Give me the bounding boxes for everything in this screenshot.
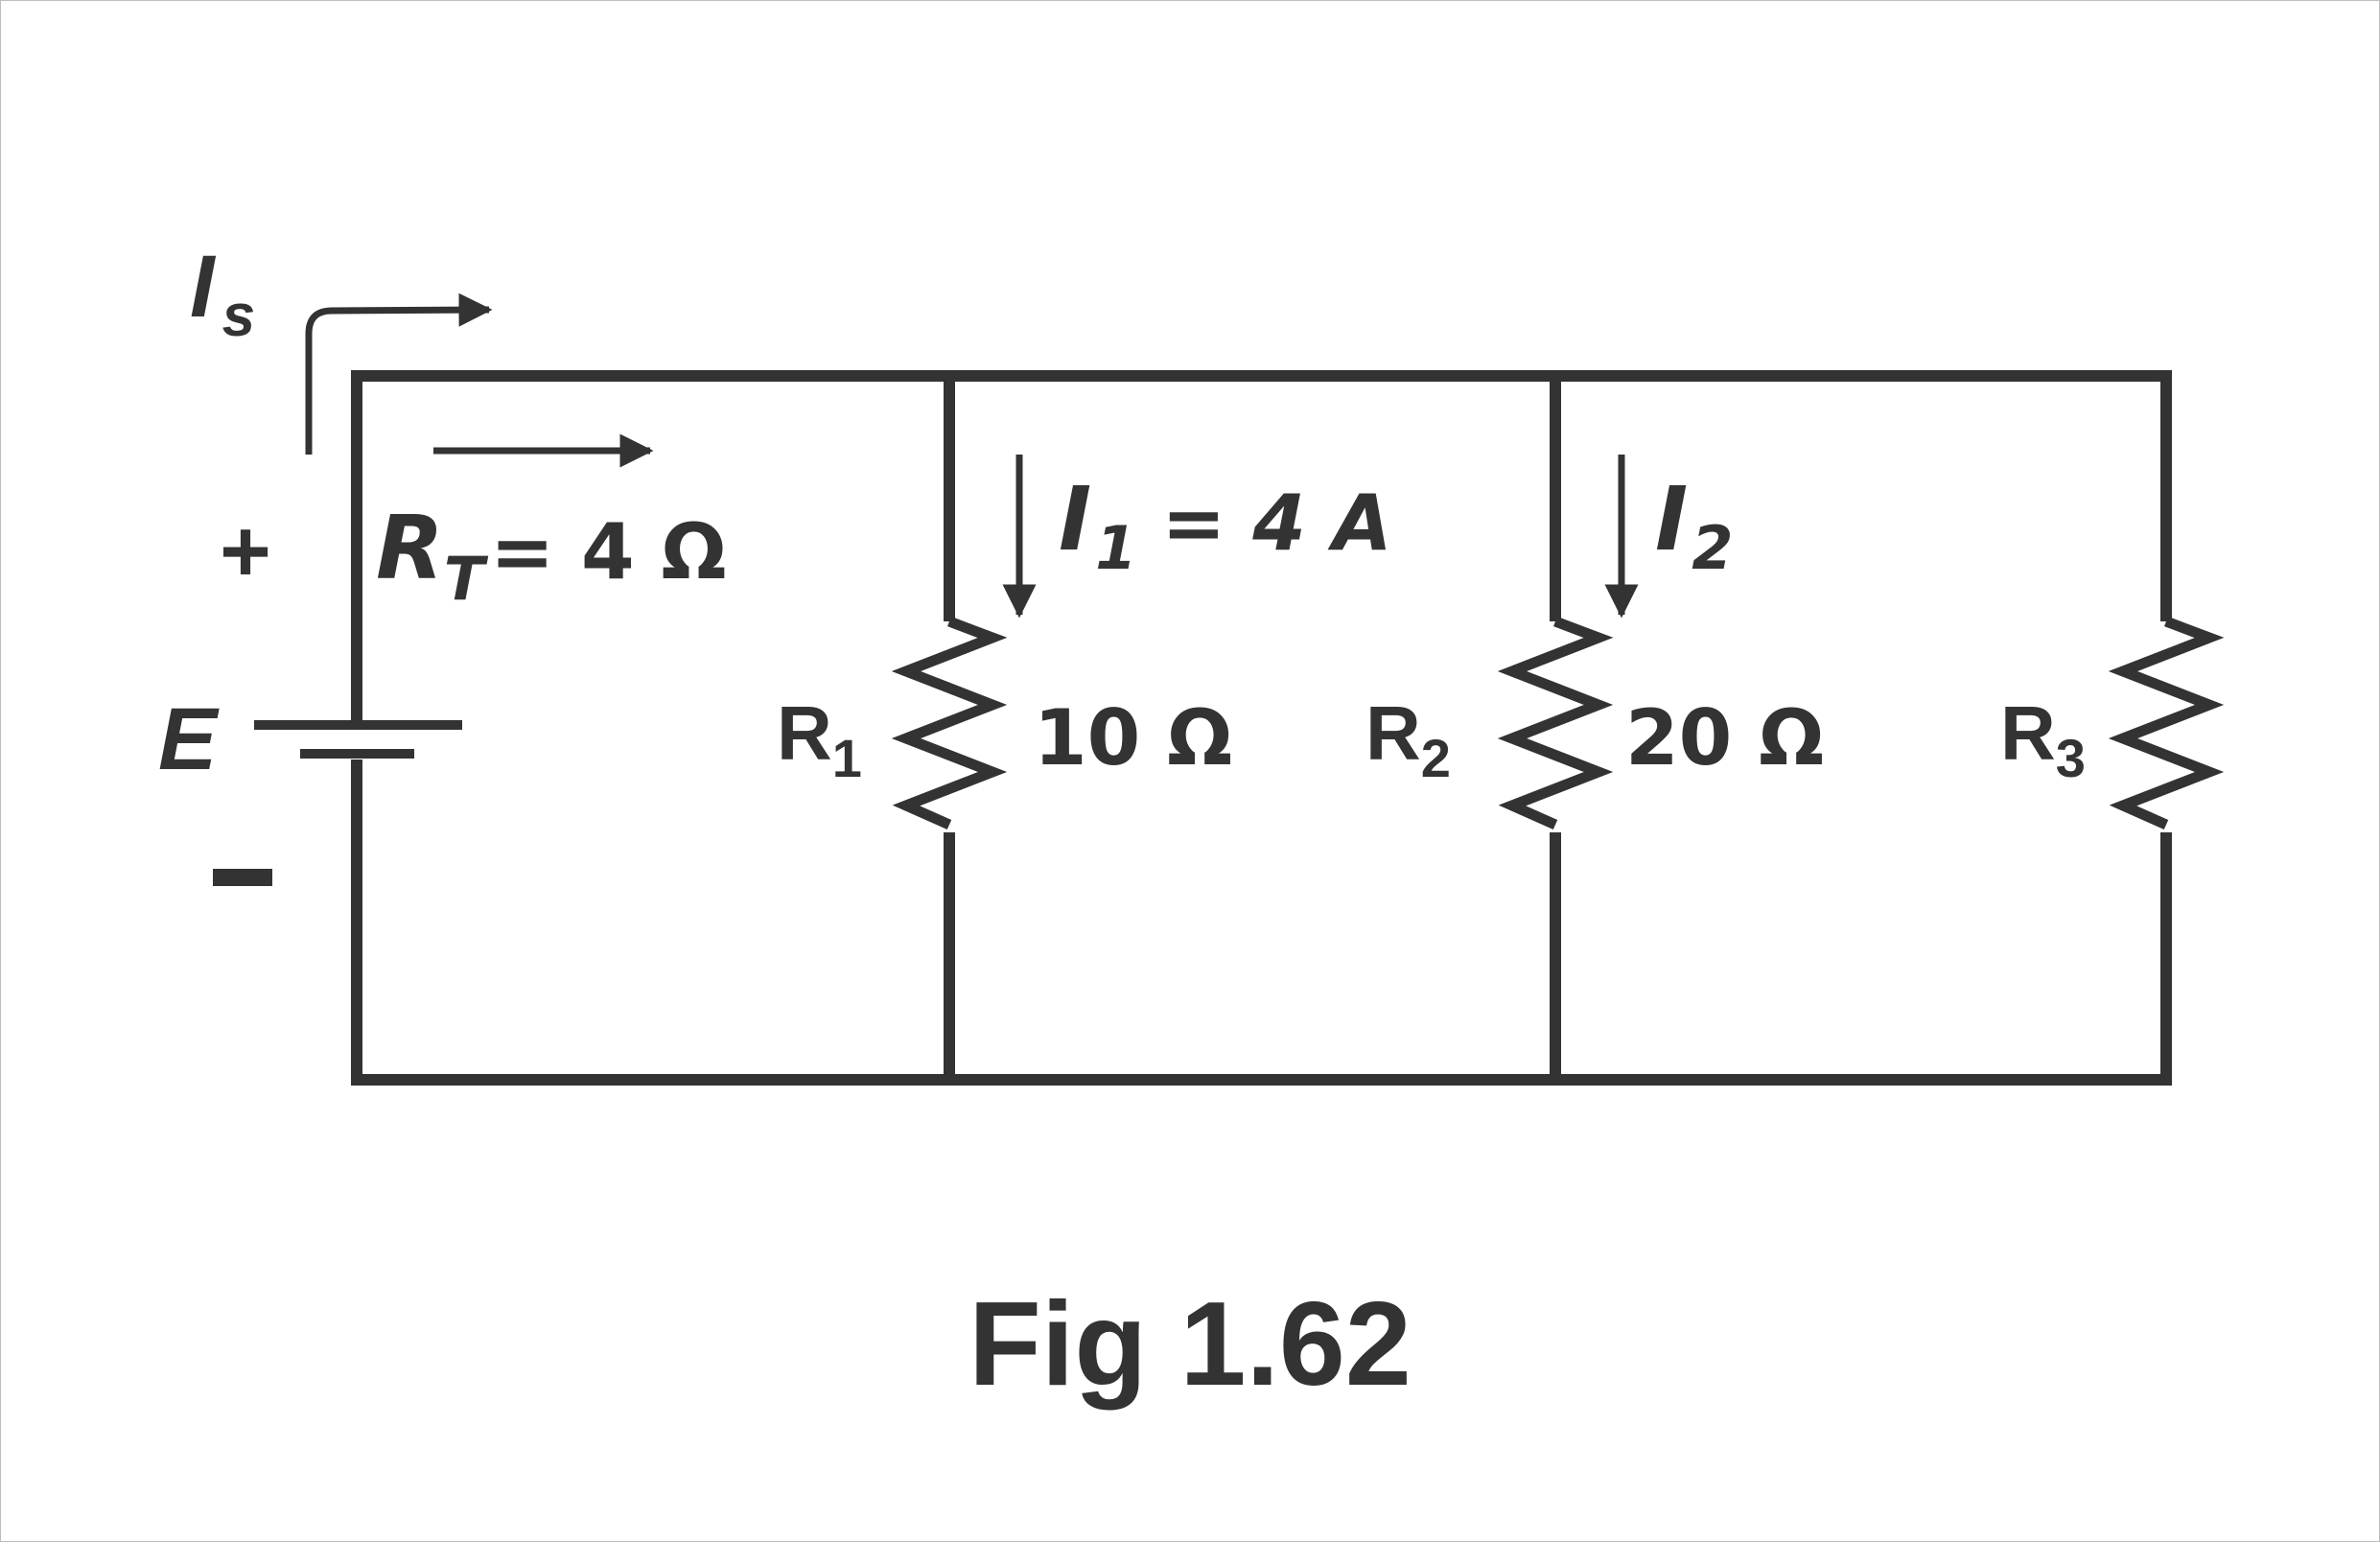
wire-bottom bbox=[351, 759, 2172, 1086]
wire-top bbox=[351, 370, 2172, 721]
plus-sign: + bbox=[220, 502, 271, 600]
resistor-r2-zigzag bbox=[1497, 616, 1614, 830]
i1-label: I1= 4 A bbox=[1059, 468, 1392, 583]
resistor-r3-zigzag bbox=[2108, 616, 2225, 830]
resistor-r2-label: R2 bbox=[1365, 690, 1451, 788]
resistor-r3-label: R3 bbox=[2000, 690, 2086, 788]
resistor-r1-zigzag bbox=[891, 616, 1008, 830]
source-current-arrow bbox=[305, 292, 493, 455]
resistor-r1-value: 10 Ω bbox=[1034, 693, 1232, 783]
resistor-r2-value: 20 Ω bbox=[1625, 693, 1824, 783]
figure-caption: Fig 1.62 bbox=[968, 1278, 1412, 1411]
voltage-label: E bbox=[158, 690, 220, 788]
resistor-r1-label: R1 bbox=[777, 690, 862, 788]
total-resistance-label: RT= 4 Ω bbox=[376, 497, 727, 614]
i2-label: I2 bbox=[1655, 468, 1733, 583]
minus-sign bbox=[213, 869, 272, 886]
